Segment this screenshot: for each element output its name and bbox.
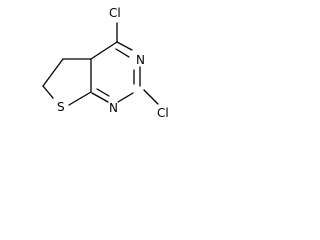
bond-n1-c7a [91,92,109,103]
bond-n1-c7a-double [96,88,110,97]
bond-c2-cl [143,89,159,105]
bond-c6-s [42,85,54,99]
bond-c4a-c4 [90,41,118,60]
bond-s-c7a [68,91,92,106]
atom-label-cl-right: Cl [157,106,169,120]
molecule-structure: Cl N N Cl S [42,6,169,120]
bond-c5-c6 [42,58,64,87]
atom-label-n-lower: N [109,101,118,115]
bond-c4-n3-double [115,48,130,58]
bond-c2-n1 [117,92,134,103]
bond-c4-n3 [116,41,133,51]
atom-label-n-upper: N [136,53,145,67]
atom-label-s: S [57,100,65,114]
atom-label-cl-top: Cl [109,6,121,20]
